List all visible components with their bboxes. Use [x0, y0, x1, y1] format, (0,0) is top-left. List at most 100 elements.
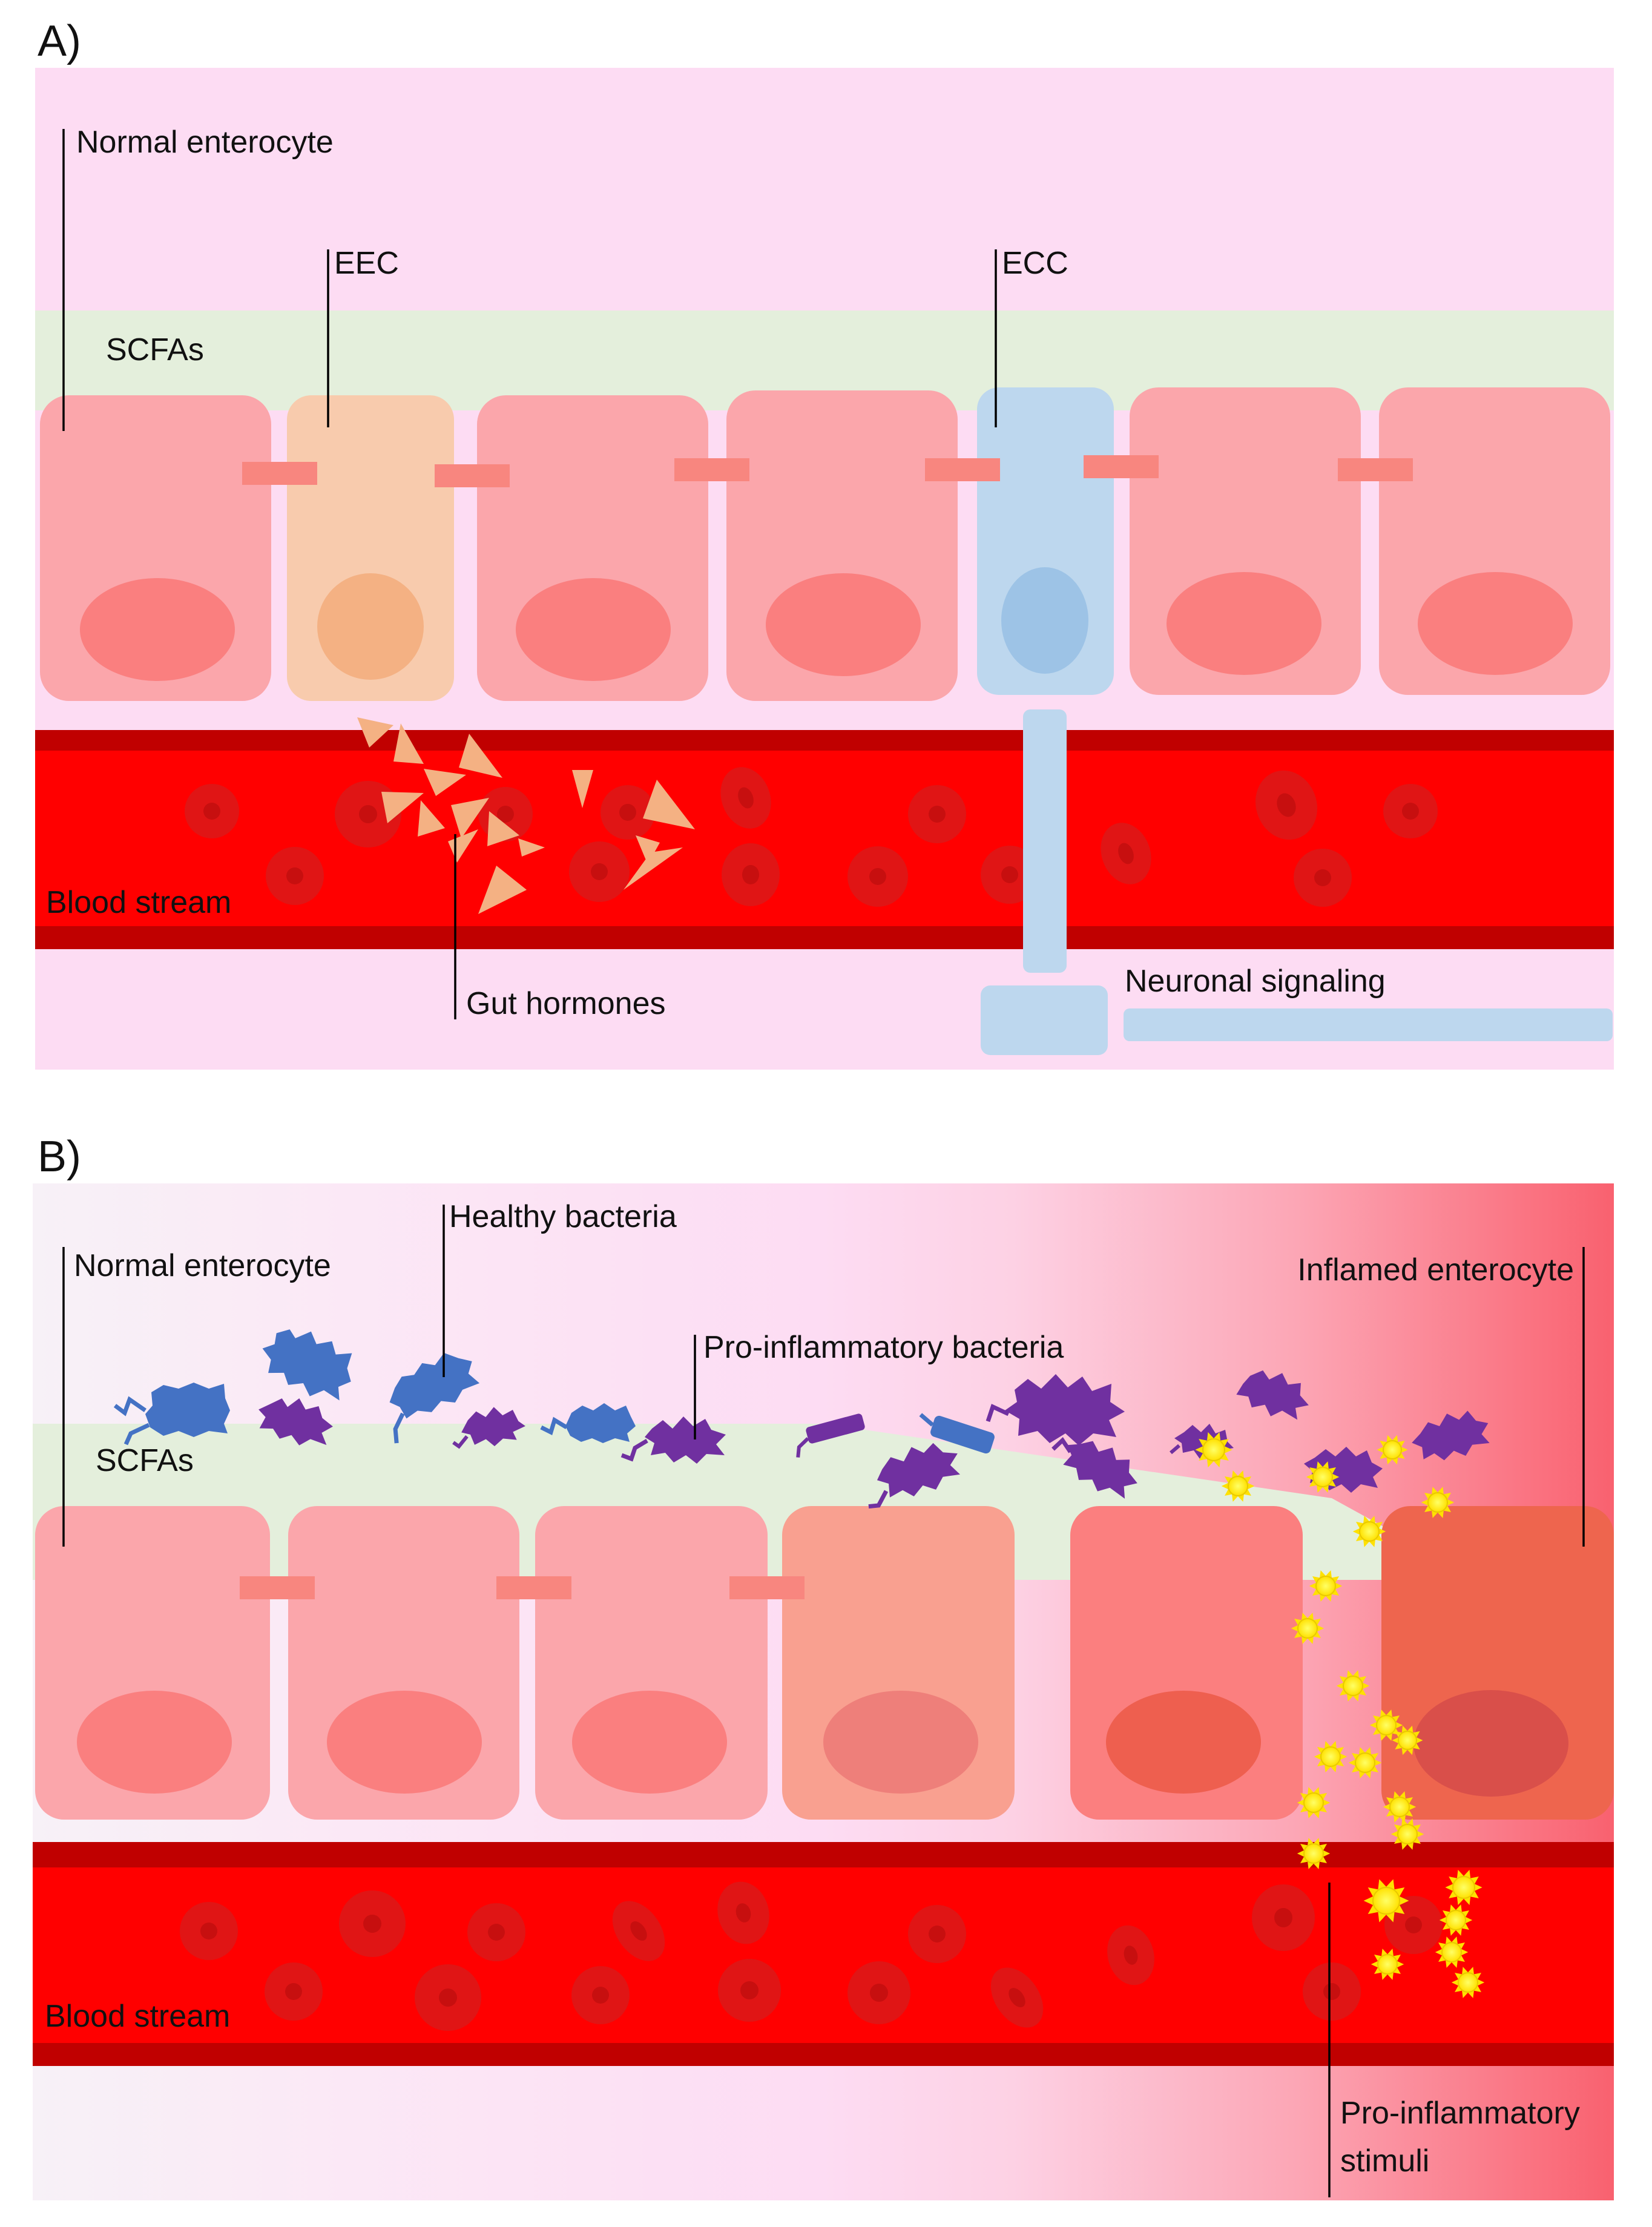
gut-hormone-icon: [418, 800, 445, 837]
panel-b-label: B): [38, 1133, 81, 1181]
gut-hormone-icon: [451, 798, 489, 838]
tight-junction: [242, 462, 317, 485]
nucleus: [80, 578, 235, 681]
inflammatory-stimulus-icon: [1369, 1709, 1403, 1741]
nucleus: [1413, 1690, 1568, 1797]
nucleus: [317, 573, 424, 680]
inflammatory-stimulus-icon: [1195, 1432, 1232, 1468]
enterocyte: [40, 395, 271, 701]
red-blood-cell-icon: [847, 1961, 910, 2024]
red-blood-cell-icon: [612, 1901, 665, 1961]
healthy-bacterium-icon: [389, 1353, 480, 1444]
pro-inflammatory-stimuli-label-line1: Pro-inflammatory: [1340, 2096, 1580, 2131]
inflammatory-stimulus-icon: [1352, 1516, 1386, 1547]
gut-hormone-icon: [636, 835, 660, 864]
red-blood-cell-icon: [717, 1881, 769, 1944]
red-blood-cell-icon: [1255, 770, 1318, 840]
red-blood-cells: [185, 767, 1438, 907]
pro-inflammatory-stimuli-label-line2: stimuli: [1340, 2143, 1429, 2179]
gut-hormone-icon: [424, 769, 466, 796]
healthy-bacteria: [113, 1329, 995, 1454]
pro-inflammatory-bacterium-icon: [452, 1407, 525, 1449]
red-blood-cell-icon: [908, 1905, 966, 1963]
healthy-bacterium-icon: [540, 1403, 636, 1443]
normal-enterocyte-label-b: Normal enterocyte: [74, 1248, 331, 1283]
red-blood-cell-icon: [601, 785, 655, 840]
red-blood-cell-icon: [1107, 1925, 1154, 1985]
blood-vessel-a: [35, 730, 1614, 949]
red-blood-cell-icon: [266, 847, 324, 905]
tight-junction: [729, 1576, 805, 1599]
leader-lines-a: [62, 129, 997, 1019]
blood-stream-label-a: Blood stream: [46, 885, 231, 920]
ecc-neuron: [981, 709, 1613, 1055]
nucleus: [1001, 567, 1088, 674]
inflammatory-stimulus-icon: [1309, 1570, 1343, 1602]
eec-label: EEC: [334, 246, 399, 281]
nucleus: [1106, 1691, 1261, 1794]
pro-inflammatory-bacterium-icon: [620, 1416, 726, 1464]
blood-vessel-b: [33, 1842, 1614, 2066]
red-blood-cell-icon: [180, 1902, 238, 1960]
red-blood-cell-icon: [1101, 823, 1151, 884]
nucleus: [823, 1691, 978, 1794]
pro-inflammatory-bacteria-label: Pro-inflammatory bacteria: [703, 1330, 1064, 1365]
inflamed-enterocyte: [1070, 1506, 1303, 1820]
healthy-bacterium-icon: [262, 1329, 352, 1401]
inflammatory-stimulus-icon: [1348, 1747, 1382, 1778]
pro-inflammatory-bacterium-icon: [1051, 1436, 1137, 1499]
gut-hormones-label: Gut hormones: [466, 986, 666, 1021]
gut-hormone-icon: [393, 723, 424, 764]
enterochromaffin-cell-ecc: [977, 387, 1114, 695]
panel-a: A): [35, 17, 1614, 1070]
red-blood-cell-icon: [185, 784, 239, 838]
inflammatory-stimulus-icon: [1383, 1791, 1417, 1823]
pro-inflammatory-bacterium-icon: [796, 1413, 865, 1458]
gut-hormone-icon: [487, 811, 519, 846]
inflammatory-stimulus-icon: [1390, 1818, 1424, 1850]
blood-stream: [35, 751, 1614, 926]
scfas-label-b: SCFAs: [96, 1443, 194, 1478]
gut-hormones: [357, 717, 695, 914]
tight-junction: [240, 1576, 315, 1599]
pro-inflammatory-bacterium-icon: [1412, 1410, 1490, 1461]
blood-stream-label-b: Blood stream: [45, 1999, 230, 2034]
nucleus: [327, 1691, 482, 1794]
inflammatory-stimulus-icon: [1314, 1741, 1348, 1772]
gut-hormone-icon: [643, 780, 695, 829]
red-blood-cell-icon: [908, 785, 966, 843]
nucleus: [77, 1691, 232, 1794]
epithelium-b: [35, 1506, 1614, 1820]
gut-hormone-icon: [381, 792, 424, 823]
nucleus: [1167, 572, 1321, 675]
scfas-label-a: SCFAs: [106, 332, 204, 367]
tight-junction: [496, 1576, 571, 1599]
stressed-enterocyte: [782, 1506, 1015, 1820]
pro-inflammatory-bacterium-icon: [1236, 1370, 1309, 1420]
inflammatory-stimulus-icon: [1371, 1949, 1404, 1980]
inflammatory-stimulus-icon: [1297, 1787, 1331, 1818]
inflammatory-stimulus-icon: [1451, 1967, 1485, 1998]
pro-inflammatory-bacteria: [258, 1370, 1490, 1509]
enterocyte: [535, 1506, 768, 1820]
red-blood-cells: [180, 1881, 1443, 2031]
inflamed-enterocyte-label: Inflamed enterocyte: [1297, 1252, 1574, 1288]
red-blood-cell-icon: [265, 1962, 323, 2021]
red-blood-cell-icon: [415, 1964, 481, 2031]
inflammatory-stimulus-icon: [1421, 1487, 1455, 1518]
red-blood-cell-icon: [847, 846, 908, 907]
axon: [1023, 709, 1067, 973]
enteroendocrine-cell-eec: [287, 395, 454, 701]
inflammatory-stimulus-icon: [1445, 1869, 1483, 1906]
neuronal-signal-bar: [1124, 1008, 1613, 1041]
pro-inflammatory-bacterium-icon: [868, 1442, 960, 1509]
nucleus: [516, 578, 671, 681]
tight-junction: [925, 458, 1000, 481]
inflammatory-stimulus-icon: [1435, 1936, 1469, 1968]
inflammatory-stimulus-icon: [1377, 1435, 1408, 1465]
red-blood-cell-icon: [990, 1967, 1044, 2028]
inflammatory-stimulus-icon: [1291, 1613, 1325, 1644]
nerve-terminal: [981, 985, 1108, 1055]
tight-junction: [1084, 455, 1159, 478]
